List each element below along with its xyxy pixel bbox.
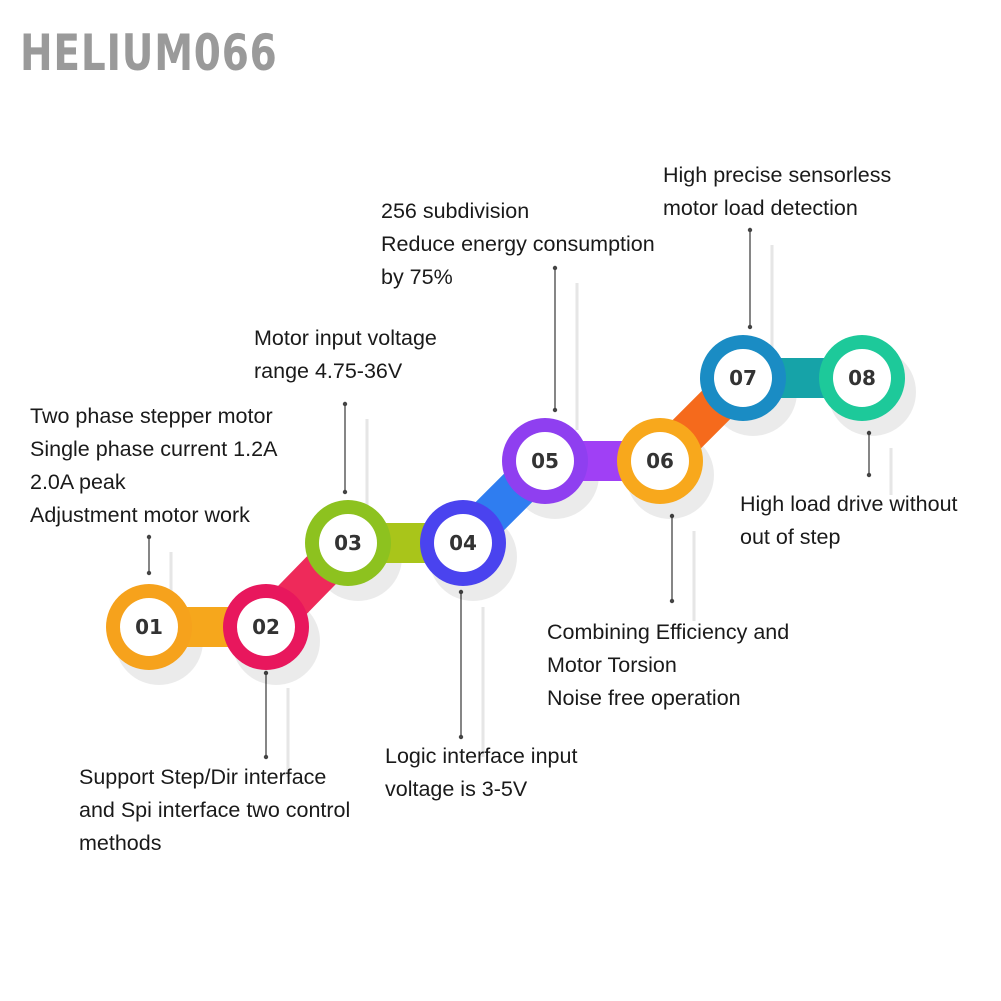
leader-dot bbox=[146, 534, 152, 540]
step-06-badge bbox=[631, 432, 689, 490]
text-line: Noise free operation bbox=[547, 686, 741, 710]
step-04-badge bbox=[434, 514, 492, 572]
step-01-badge bbox=[120, 598, 178, 656]
leader-dot bbox=[866, 430, 872, 436]
watermark: HELIUM066 bbox=[20, 24, 278, 82]
step-03-number: 03 bbox=[334, 531, 362, 555]
text-line: Adjustment motor work bbox=[30, 503, 250, 527]
leader-dot bbox=[458, 734, 464, 740]
leader-dot bbox=[747, 324, 753, 330]
text-line: Logic interface input bbox=[385, 744, 578, 768]
leader-dot bbox=[552, 265, 558, 271]
text-line: voltage is 3-5V bbox=[385, 777, 528, 801]
step-03-badge bbox=[319, 514, 377, 572]
step-05-badge bbox=[516, 432, 574, 490]
step-06-number: 06 bbox=[646, 449, 674, 473]
leader-dot bbox=[263, 670, 269, 676]
leader-dot bbox=[552, 407, 558, 413]
step-07-number: 07 bbox=[729, 366, 757, 390]
text-line: High load drive without bbox=[740, 492, 958, 516]
step-08-text: High load drive without out of step bbox=[740, 488, 958, 554]
step-04-text: Logic interface input voltage is 3-5V bbox=[385, 740, 577, 806]
step-01-number: 01 bbox=[135, 615, 163, 639]
leader-dot bbox=[146, 570, 152, 576]
text-line: and Spi interface two control bbox=[79, 798, 351, 822]
text-line: 256 subdivision bbox=[381, 199, 530, 223]
step-05-text: 256 subdivision Reduce energy consumptio… bbox=[381, 195, 655, 294]
text-line: Combining Efficiency and bbox=[547, 620, 790, 644]
step-01-text: Two phase stepper motor Single phase cur… bbox=[30, 400, 277, 532]
leader-dot bbox=[669, 598, 675, 604]
leader-dot bbox=[263, 754, 269, 760]
leader-dot bbox=[458, 589, 464, 595]
step-08-number: 08 bbox=[848, 366, 876, 390]
leader-dot bbox=[669, 513, 675, 519]
step-04-number: 04 bbox=[449, 531, 477, 555]
text-line: Support Step/Dir interface bbox=[79, 765, 327, 789]
text-line: methods bbox=[79, 831, 162, 855]
step-07-text: High precise sensorless motor load detec… bbox=[663, 159, 891, 225]
step-07-badge bbox=[714, 349, 772, 407]
text-line: Reduce energy consumption bbox=[381, 232, 655, 256]
leader-dot bbox=[342, 489, 348, 495]
text-line: Motor input voltage bbox=[254, 326, 437, 350]
step-08-badge bbox=[833, 349, 891, 407]
text-line: Two phase stepper motor bbox=[30, 404, 273, 428]
text-line: by 75% bbox=[381, 265, 453, 289]
text-line: High precise sensorless bbox=[663, 163, 892, 187]
leader-dot bbox=[747, 227, 753, 233]
text-line: out of step bbox=[740, 525, 841, 549]
text-line: Single phase current 1.2A bbox=[30, 437, 278, 461]
step-02-badge bbox=[237, 598, 295, 656]
text-line: Motor Torsion bbox=[547, 653, 677, 677]
leader-dot bbox=[866, 472, 872, 478]
step-03-text: Motor input voltage range 4.75-36V bbox=[254, 322, 437, 388]
step-05-number: 05 bbox=[531, 449, 559, 473]
step-02-text: Support Step/Dir interface and Spi inter… bbox=[79, 761, 350, 860]
step-06-text: Combining Efficiency and Motor Torsion N… bbox=[547, 616, 789, 715]
text-line: motor load detection bbox=[663, 196, 858, 220]
text-line: range 4.75-36V bbox=[254, 359, 403, 383]
text-line: 2.0A peak bbox=[30, 470, 126, 494]
step-02-number: 02 bbox=[252, 615, 280, 639]
leader-dot bbox=[342, 401, 348, 407]
